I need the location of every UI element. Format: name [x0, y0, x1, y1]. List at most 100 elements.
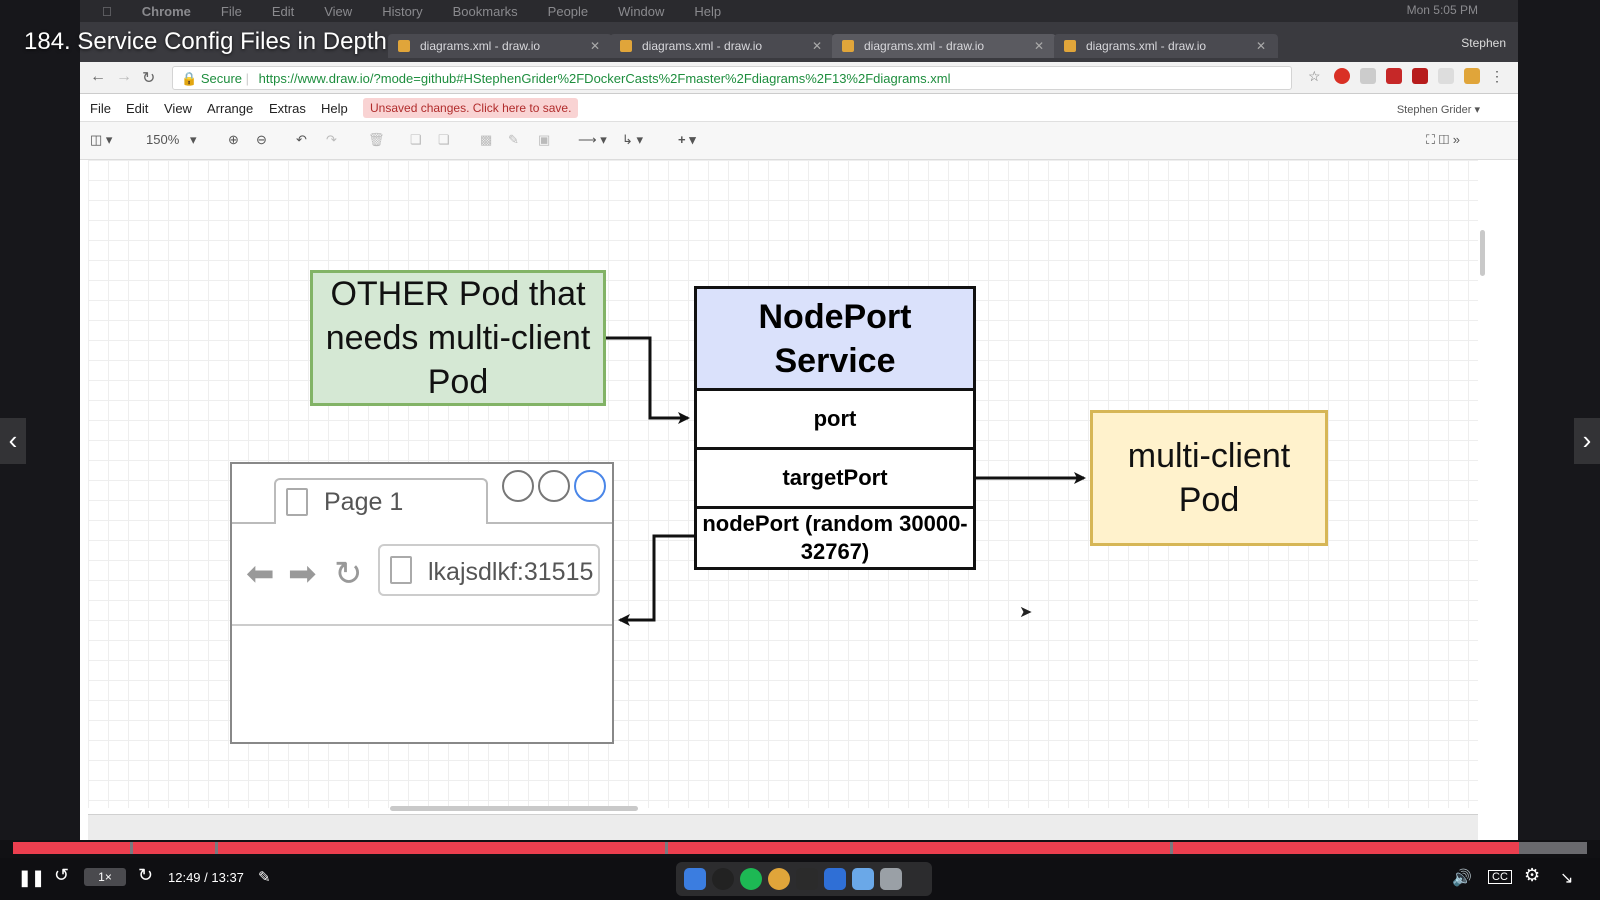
pause-button[interactable]: ❚❚ [18, 870, 45, 887]
drawio-favicon-icon [620, 40, 632, 52]
document-icon [286, 488, 308, 516]
multi-client-pod-box: multi-client Pod [1090, 410, 1328, 546]
extension-icons: ☆ ⋮ [1308, 68, 1506, 84]
diagram-canvas: OTHER Pod that needs multi-client Pod No… [88, 160, 1478, 808]
drawio-page-tabs [88, 814, 1478, 840]
browser-address-row: ← → ↻ 🔒 Secure | https://www.draw.io/?mo… [80, 62, 1518, 94]
mock-url-text: lkajsdlkf:31515 [428, 558, 594, 586]
player-controls: ❚❚ ↺ 1× ↻ 12:49 / 13:37 ✎ 🔊 CC ⚙ ↘ [0, 858, 1600, 900]
menu-extras: Extras [269, 101, 306, 116]
mac-clock: Mon 5:05 PM [1406, 3, 1478, 17]
playback-rate-button[interactable]: 1× [84, 868, 126, 886]
volume-button[interactable]: 🔊 [1452, 870, 1472, 887]
mock-address-bar: lkajsdlkf:31515 [378, 544, 600, 596]
apple-icon:  [102, 4, 112, 19]
forward-button[interactable]: ↻ [138, 865, 154, 885]
to-front-icon: ❏ [410, 132, 422, 147]
notes-button[interactable]: ✎ [258, 869, 271, 886]
trash-icon [880, 868, 902, 890]
secure-label: Secure [200, 71, 243, 86]
service-row-label: nodePort (random 30000-32767) [702, 511, 968, 564]
browser-tab-label: diagrams.xml - draw.io [1086, 39, 1207, 53]
extension-icon [1412, 68, 1428, 84]
finder-icon [684, 868, 706, 890]
vscode-icon [824, 868, 846, 890]
zoom-out-icon: ⊖ [256, 132, 267, 147]
unsaved-changes-notice: Unsaved changes. Click here to save. [363, 98, 579, 118]
browser-tab-label: diagrams.xml - draw.io [642, 39, 763, 53]
drawio-user-menu: Stephen Grider ▾ [1396, 104, 1480, 116]
horizontal-scrollbar [390, 806, 638, 811]
mac-menu-item: People [537, 3, 588, 19]
lecture-title: 184. Service Config Files in Depth [24, 28, 387, 55]
star-icon: ☆ [1308, 68, 1321, 84]
folder-icon [852, 868, 874, 890]
document-icon [390, 556, 412, 584]
multi-client-pod-label: multi-client Pod [1127, 437, 1291, 519]
service-row-targetport: targetPort [697, 450, 973, 509]
lock-icon: 🔒 [181, 71, 198, 86]
browser-tab-label: diagrams.xml - draw.io [420, 39, 541, 53]
browser-tab: diagrams.xml - draw.io ✕ [610, 34, 834, 58]
back-arrow-icon: ⬅ [246, 555, 275, 593]
chevron-down-icon: ▾ [190, 132, 197, 147]
mac-menu-item: Edit [262, 3, 294, 19]
connection-icon: ⟶ ▾ [578, 132, 607, 147]
shadow-icon: ▣ [538, 132, 551, 147]
reload-icon: ↻ [334, 555, 363, 593]
browser-tab: diagrams.xml - draw.io ✕ [1054, 34, 1278, 58]
chapter-marker [215, 842, 218, 854]
mock-divider [232, 624, 612, 626]
redo-icon: ↷ [326, 132, 337, 147]
kebab-menu-icon: ⋮ [1490, 68, 1504, 84]
chevron-left-icon: ‹ [8, 425, 18, 455]
close-icon: ✕ [589, 39, 600, 53]
service-row-label: targetPort [782, 465, 888, 490]
mac-menu-item: History [372, 3, 422, 19]
connector-arrows [606, 336, 1086, 626]
prev-lecture-button[interactable]: ‹ [0, 418, 26, 464]
extension-icon [1464, 68, 1480, 84]
fill-color-icon: ▩ [480, 132, 493, 147]
next-lecture-button[interactable]: › [1574, 418, 1600, 464]
spotify-icon [740, 868, 762, 890]
menu-file: File [90, 101, 111, 116]
mac-menu-item: Bookmarks [442, 3, 518, 19]
undo-icon: ↶ [296, 132, 307, 147]
progress-bar[interactable] [13, 842, 1587, 854]
exit-fullscreen-button[interactable]: ↘ [1560, 870, 1574, 887]
recorded-screen:  Chrome File Edit View History Bookmark… [80, 0, 1518, 840]
captions-button[interactable]: CC [1488, 870, 1512, 884]
browser-tab-label: diagrams.xml - draw.io [864, 39, 985, 53]
browser-tab: diagrams.xml - draw.io ✕ [388, 34, 612, 58]
rewind-button[interactable]: ↺ [54, 865, 70, 885]
back-icon: ← [90, 68, 106, 85]
delete-icon: 🗑 [368, 132, 385, 147]
waypoints-icon: ↳ ▾ [622, 132, 644, 147]
mac-menu-item: Window [608, 3, 664, 19]
drawio-toolbar: ◫ ▾ 150% ▾ ⊕ ⊖ ↶ ↷ 🗑 ❏ ❏ ▩ ✎ ▣ ⟶ ▾ ↳ ▾ +… [80, 122, 1518, 160]
drawio-favicon-icon [1064, 40, 1076, 52]
settings-button[interactable]: ⚙ [1524, 865, 1541, 885]
other-pod-label: OTHER Pod that needs multi-client Pod [325, 275, 591, 401]
chevron-right-icon: › [1582, 425, 1592, 455]
url-text: https://www.draw.io/?mode=github#HStephe… [258, 71, 951, 86]
obs-icon [712, 868, 734, 890]
terminal-icon [796, 868, 818, 890]
to-back-icon: ❏ [438, 132, 450, 147]
drawio-menu-bar: File Edit View Arrange Extras Help Unsav… [80, 94, 1518, 122]
close-icon: ✕ [1033, 39, 1044, 53]
service-row-port: port [697, 391, 973, 450]
address-bar: 🔒 Secure | https://www.draw.io/?mode=git… [172, 66, 1292, 90]
window-circle-icon [574, 470, 606, 502]
window-circle-icon [538, 470, 570, 502]
time-display: 12:49 / 13:37 [168, 870, 244, 885]
forward-arrow-icon: ➡ [288, 555, 317, 593]
menu-help: Help [321, 101, 348, 116]
arrow-nodeport-to-browser [618, 534, 694, 626]
arrow-other-pod-to-port [606, 336, 690, 424]
drawio-favicon-icon [842, 40, 854, 52]
window-circle-icon [502, 470, 534, 502]
progress-fill [13, 842, 1520, 854]
insert-icon: + ▾ [678, 132, 696, 147]
